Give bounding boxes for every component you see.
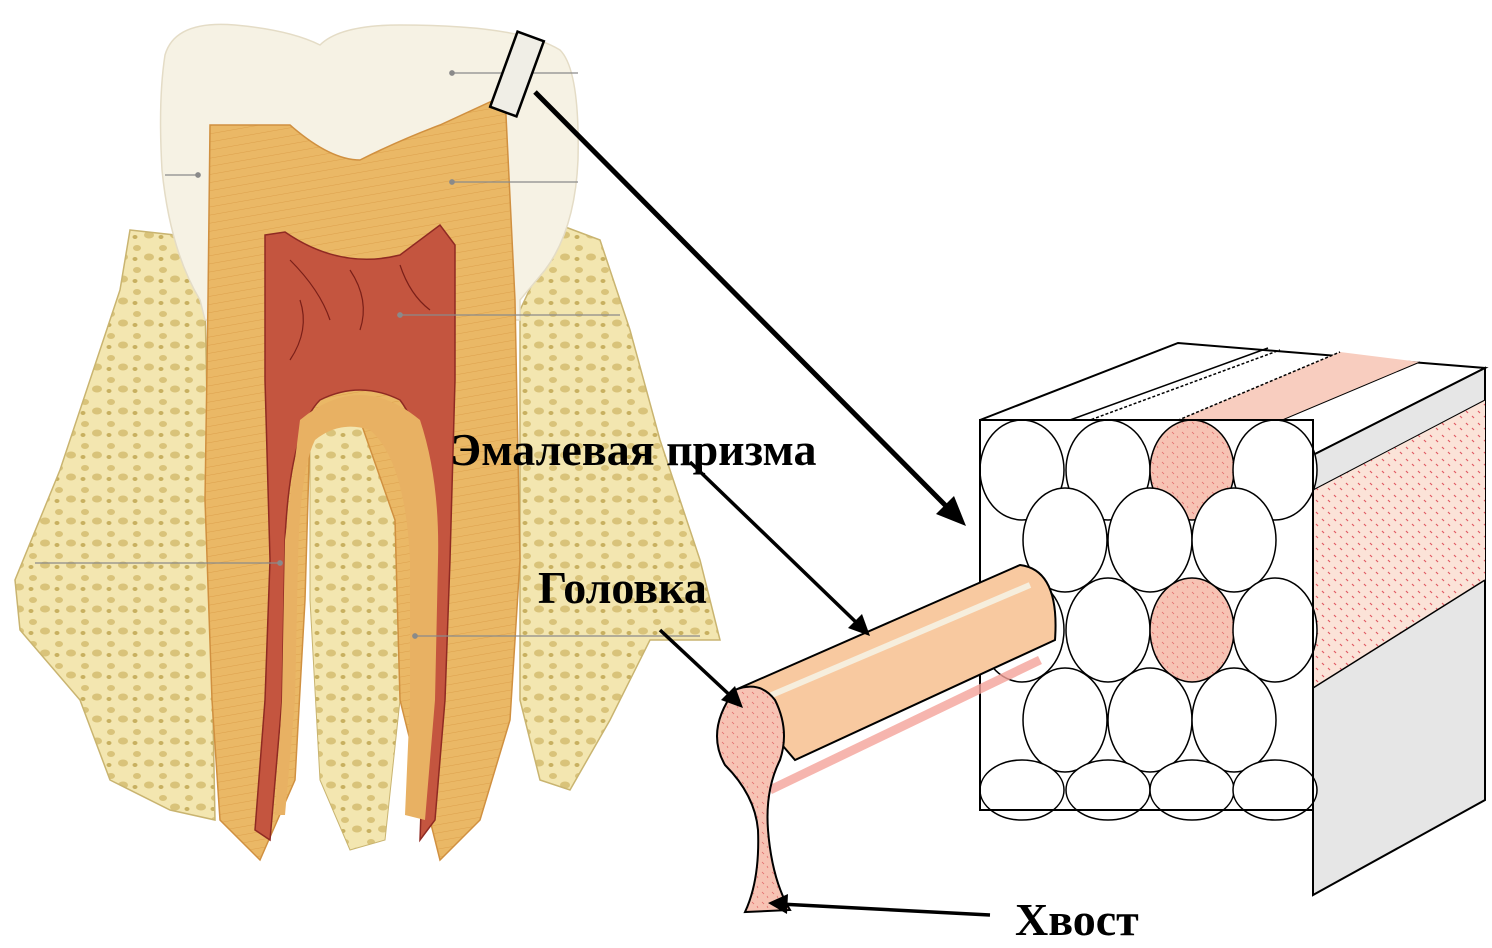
alveolar-bone [520, 225, 720, 790]
alveolar-bone [15, 230, 215, 820]
prism-head-face [717, 687, 790, 912]
label-tail: Хвост [1015, 894, 1139, 943]
label-enamel-prism: Эмалевая призма [450, 424, 817, 475]
label-head: Головка [538, 562, 707, 613]
